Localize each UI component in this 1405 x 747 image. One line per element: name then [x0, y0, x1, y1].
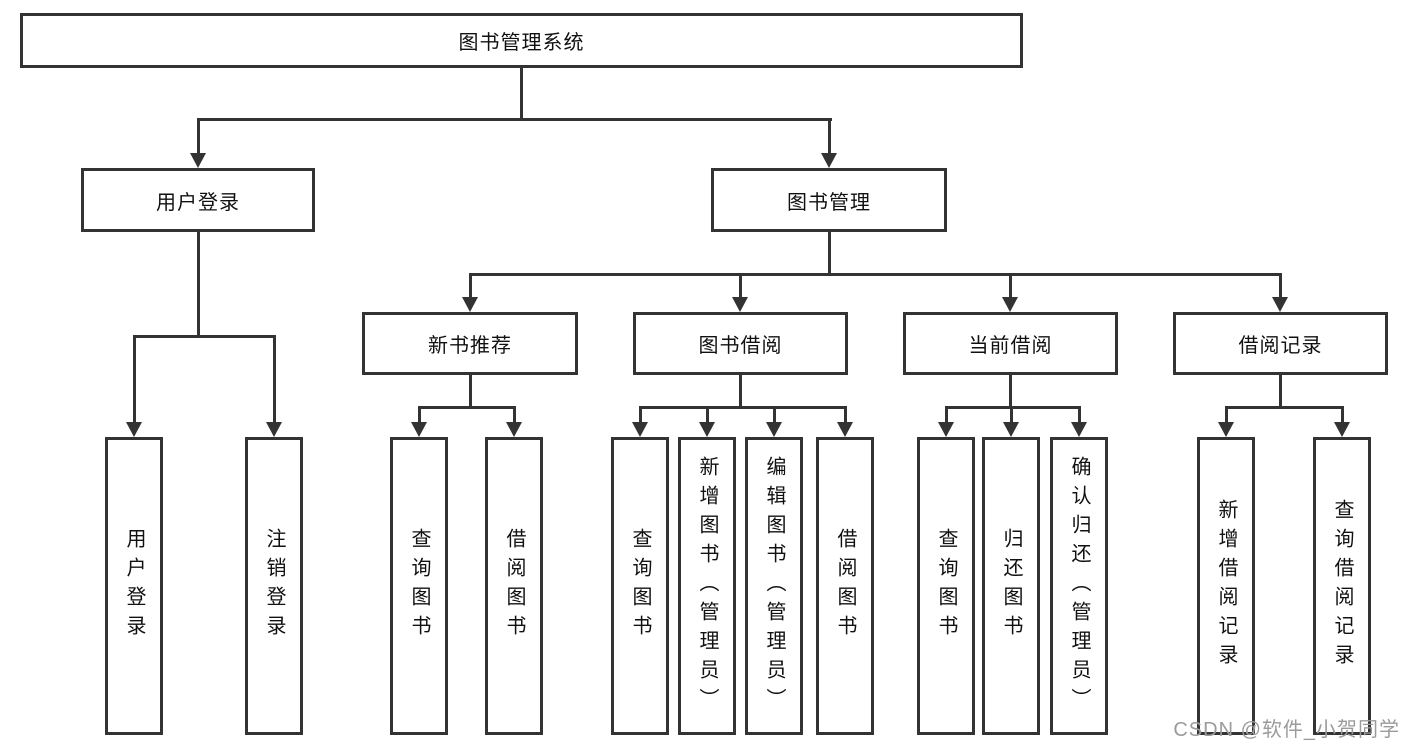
node-leaf-add-borrow-record: 新增借阅记录	[1197, 437, 1255, 735]
leaf-label: 查询借阅记录	[1331, 499, 1353, 673]
arrow-to-current-borrowing-icon	[1002, 273, 1018, 312]
arrow-to-leaf-add-record-icon	[1218, 406, 1234, 437]
connector-current-borrow-rail	[944, 406, 1081, 409]
node-leaf-query-books-2: 查询图书	[611, 437, 669, 735]
node-leaf-return-books: 归还图书	[982, 437, 1040, 735]
node-leaf-query-borrow-record: 查询借阅记录	[1313, 437, 1371, 735]
connector-book-borrow-drop	[738, 375, 742, 406]
arrow-to-leaf-query-books-1-icon	[411, 406, 427, 437]
leaf-label: 新增图书（管理员）	[696, 455, 718, 717]
arrow-to-book-management-icon	[821, 118, 837, 168]
leaf-label: 用户登录	[123, 528, 145, 644]
leaf-label: 查询图书	[935, 528, 957, 644]
node-borrowing-records: 借阅记录	[1173, 312, 1388, 375]
node-leaf-query-books-3: 查询图书	[917, 437, 975, 735]
arrow-to-leaf-return-books-icon	[1003, 406, 1019, 437]
leaf-label: 借阅图书	[503, 528, 525, 644]
connector-borrow-records-rail	[1224, 406, 1344, 409]
arrow-to-new-book-recommend-icon	[462, 273, 478, 312]
node-user-login: 用户登录	[81, 168, 315, 232]
leaf-label: 注销登录	[263, 528, 285, 644]
connector-borrow-records-drop	[1278, 375, 1282, 406]
leaf-label: 编辑图书（管理员）	[763, 455, 785, 717]
node-book-management: 图书管理	[711, 168, 947, 232]
arrow-to-leaf-borrow-books-1-icon	[506, 406, 522, 437]
leaf-label: 借阅图书	[834, 528, 856, 644]
leaf-label: 新增借阅记录	[1215, 499, 1237, 673]
node-leaf-edit-books-admin: 编辑图书（管理员）	[745, 437, 803, 735]
leaf-label: 查询图书	[408, 528, 430, 644]
connector-book-management-drop	[827, 232, 831, 273]
connector-user-login-drop	[196, 232, 200, 335]
arrow-to-borrowing-records-icon	[1272, 273, 1288, 312]
node-leaf-user-login: 用户登录	[105, 437, 163, 735]
arrow-to-leaf-edit-books-icon	[766, 406, 782, 437]
leaf-label: 查询图书	[629, 528, 651, 644]
arrow-to-leaf-user-login-icon	[126, 335, 142, 437]
connector-level2-rail	[196, 118, 832, 121]
connector-new-book-drop	[468, 375, 472, 406]
node-book-management-system: 图书管理系统	[20, 13, 1023, 68]
arrow-to-leaf-query-record-icon	[1334, 406, 1350, 437]
node-leaf-confirm-return-admin: 确认归还（管理员）	[1050, 437, 1108, 735]
node-leaf-logout: 注销登录	[245, 437, 303, 735]
connector-new-book-rail	[417, 406, 516, 409]
connector-user-login-rail	[132, 335, 276, 338]
node-leaf-query-books-1: 查询图书	[390, 437, 448, 735]
arrow-to-leaf-confirm-return-icon	[1071, 406, 1087, 437]
node-current-borrowing: 当前借阅	[903, 312, 1118, 375]
node-new-book-recommend: 新书推荐	[362, 312, 578, 375]
arrow-to-book-borrowing-icon	[732, 273, 748, 312]
leaf-label: 确认归还（管理员）	[1068, 455, 1090, 717]
arrow-to-leaf-logout-icon	[266, 335, 282, 437]
arrow-to-user-login-icon	[190, 118, 206, 168]
connector-book-borrow-rail	[638, 406, 847, 409]
csdn-watermark: CSDN @软件_小贺同学	[1173, 719, 1400, 741]
arrow-to-leaf-add-books-icon	[699, 406, 715, 437]
connector-level3-rail	[468, 273, 1282, 276]
node-leaf-borrow-books-1: 借阅图书	[485, 437, 543, 735]
connector-current-borrow-drop	[1008, 375, 1012, 406]
arrow-to-leaf-borrow-books-2-icon	[837, 406, 853, 437]
leaf-label: 归还图书	[1000, 528, 1022, 644]
arrow-to-leaf-query-books-3-icon	[938, 406, 954, 437]
connector-root-drop	[519, 68, 523, 118]
node-book-borrowing: 图书借阅	[633, 312, 848, 375]
arrow-to-leaf-query-books-2-icon	[632, 406, 648, 437]
node-leaf-borrow-books-2: 借阅图书	[816, 437, 874, 735]
node-leaf-add-books-admin: 新增图书（管理员）	[678, 437, 736, 735]
